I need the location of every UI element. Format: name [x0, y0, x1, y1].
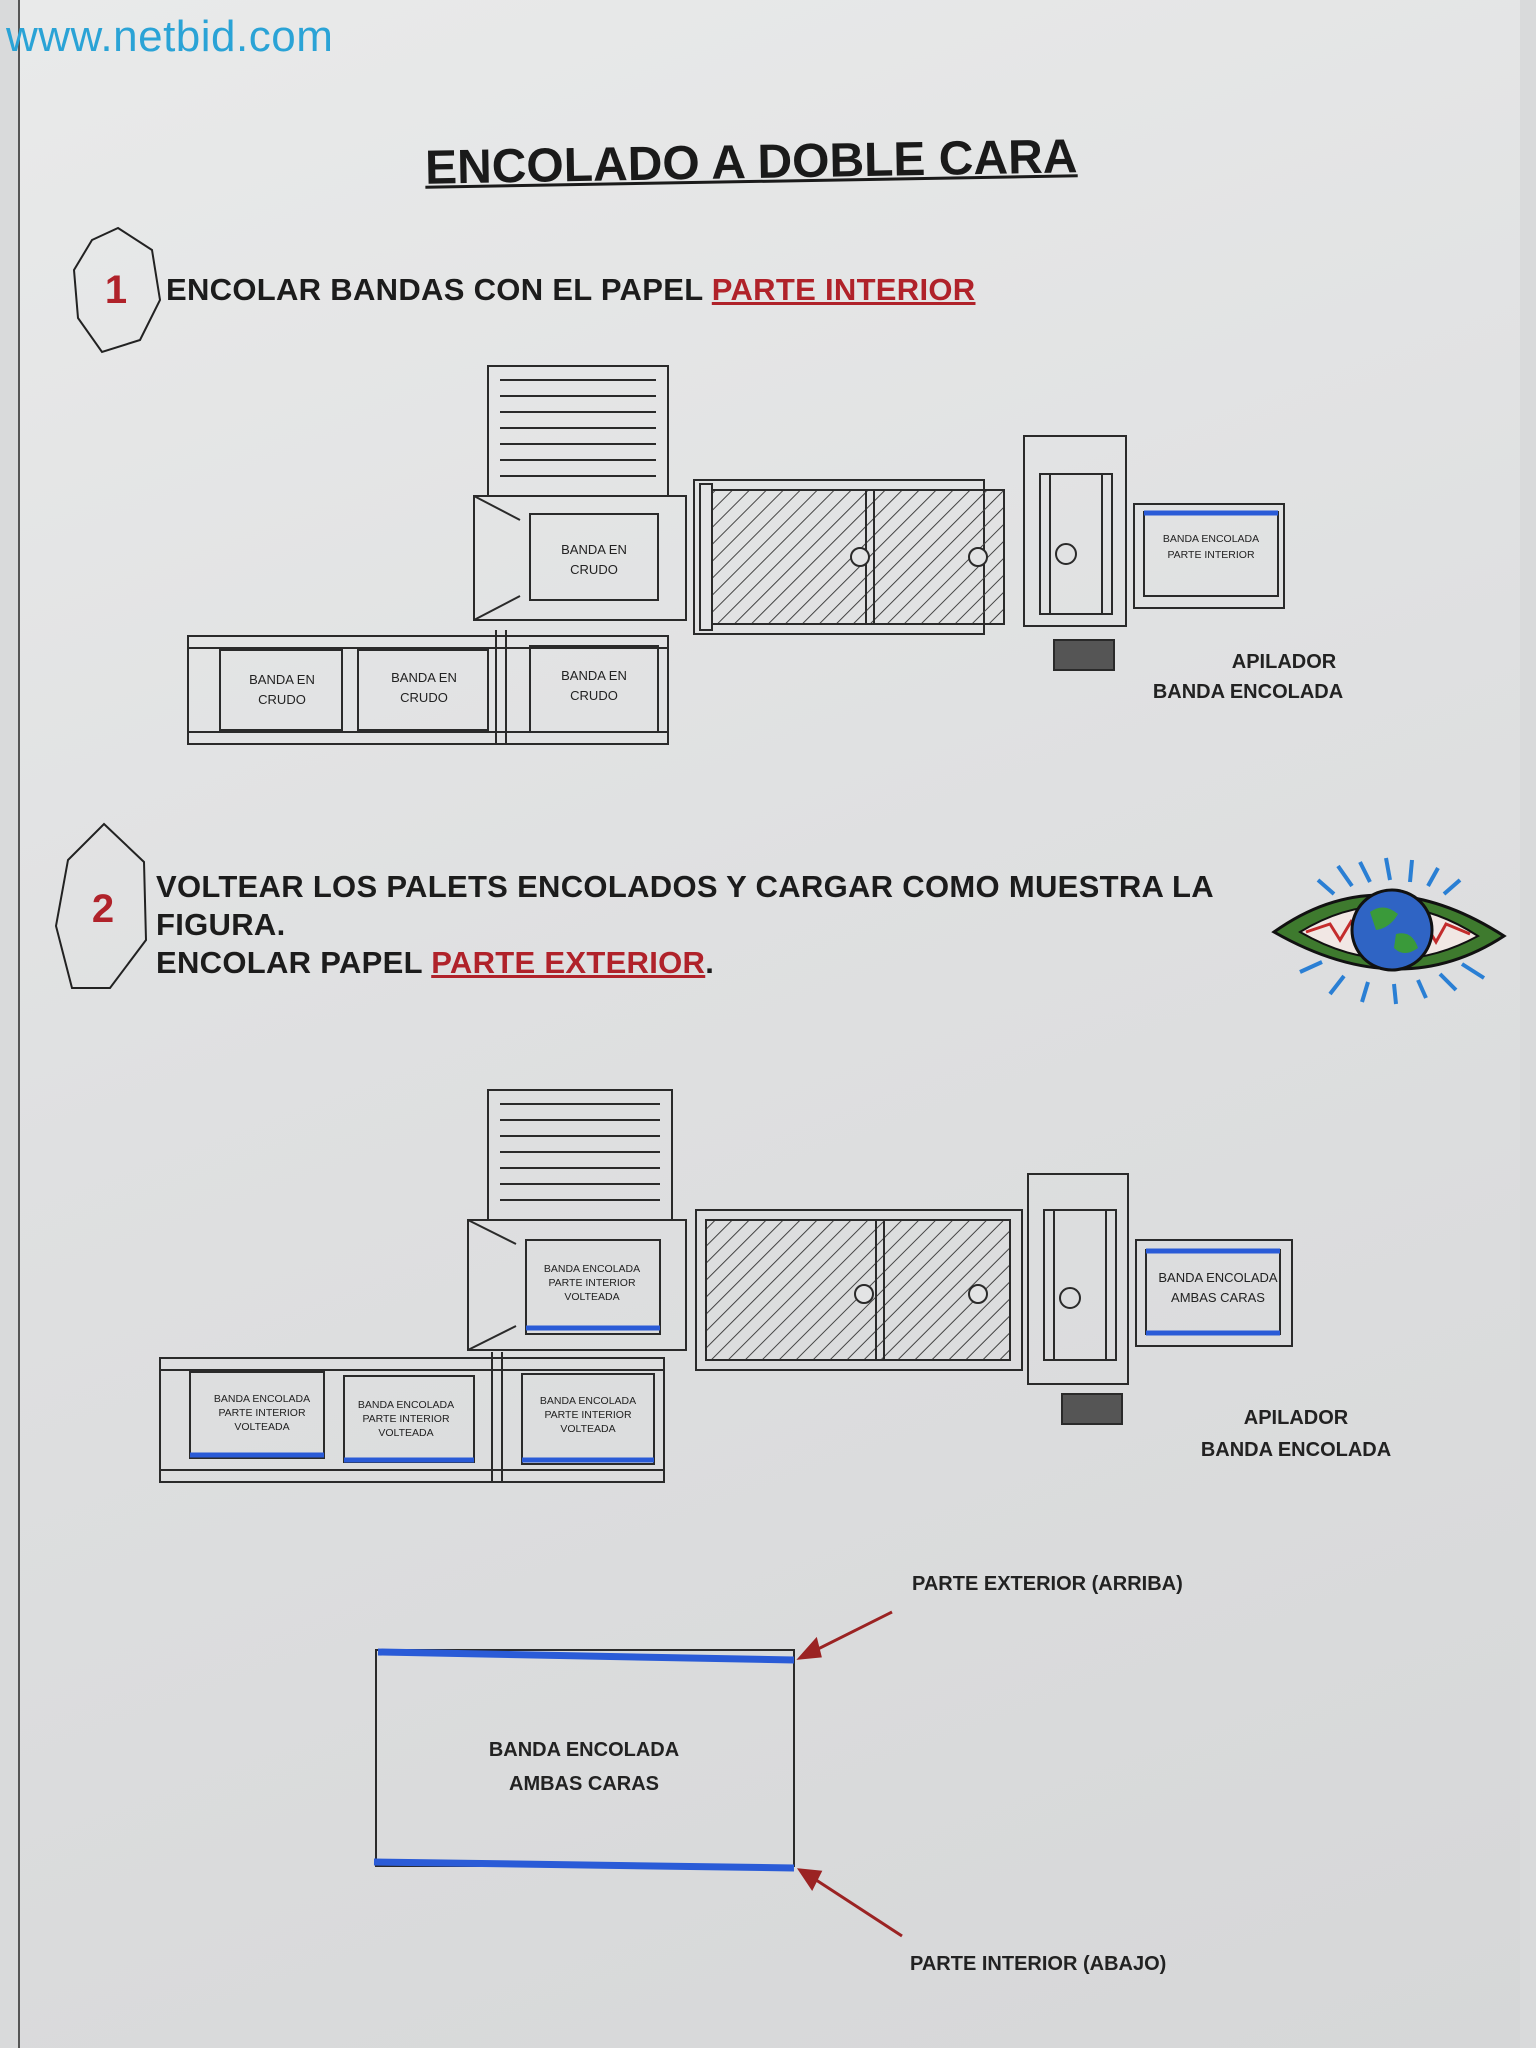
detail-box-label-1: BANDA ENCOLADA [489, 1739, 679, 1761]
step2-highlight: PARTE EXTERIOR [431, 945, 706, 980]
step2-line3: ENCOLAR PAPEL PARTE EXTERIOR. [156, 944, 1214, 982]
step2-line3-suffix: . [705, 945, 715, 980]
step2-lower1-label-2: PARTE INTERIOR [218, 1407, 306, 1419]
step1-lower1-label-1: BANDA EN [249, 672, 315, 687]
step1-text: ENCOLAR BANDAS CON EL PAPEL [166, 272, 712, 307]
detail-bottom-label: PARTE INTERIOR (ABAJO) [910, 1953, 1166, 1975]
step2-lower3-label-1: BANDA ENCOLADA [540, 1395, 636, 1407]
paper-sheet [18, 0, 1520, 2048]
detail-diagram: BANDA ENCOLADA AMBAS CARAS PARTE EXTERIO… [373, 1573, 1183, 1975]
step2-badge: 2 [54, 822, 148, 989]
step2-lower2-label-3: VOLTEADA [378, 1427, 433, 1439]
step2-number: 2 [92, 887, 114, 931]
step1-labels: BANDA EN CRUDO BANDA EN CRUDO BANDA EN C… [249, 533, 1343, 707]
step2-top-conveyor-rollers [500, 1103, 660, 1201]
step2-apilador-label-1: APILADOR [1244, 1407, 1349, 1429]
step2-stacker [1027, 1173, 1129, 1385]
step2-infeed-station [467, 1219, 687, 1351]
step2-infeed-label-1: BANDA ENCOLADA [544, 1263, 640, 1275]
step1-lower2-label-1: BANDA EN [391, 670, 457, 685]
step1-instruction: ENCOLAR BANDAS CON EL PAPEL PARTE INTERI… [166, 272, 976, 308]
step1-lower-conveyor [187, 635, 669, 745]
step2-infeed-label-2: PARTE INTERIOR [548, 1277, 636, 1289]
step1-lower3-label-1: BANDA EN [561, 668, 627, 683]
watermark: www.netbid.com [6, 12, 334, 61]
step2-lower3-label-2: PARTE INTERIOR [544, 1409, 632, 1421]
detail-bottom-arrow [796, 1868, 903, 1938]
step1-lower1-label-2: CRUDO [258, 692, 306, 707]
detail-bottom-glue [373, 1858, 795, 1872]
detail-box-label-2: AMBAS CARAS [509, 1773, 659, 1795]
step1-infeed-box [529, 513, 659, 601]
step1-infeed-label-1: BANDA EN [561, 542, 627, 557]
step2-line1: VOLTEAR LOS PALETS ENCOLADOS Y CARGAR CO… [156, 869, 1214, 904]
step1-infeed-label-2: CRUDO [570, 562, 618, 577]
step1-top-conveyor-rollers [500, 379, 656, 477]
step1-lower3-label-2: CRUDO [570, 688, 618, 703]
detail-top-arrow [796, 1610, 893, 1660]
step2-layout [159, 1089, 1293, 1483]
step2-lower3-label-3: VOLTEADA [560, 1423, 615, 1435]
step1-apilador-label-2: BANDA ENCOLADA [1153, 681, 1343, 703]
step2-lower1-label-3: VOLTEADA [234, 1421, 289, 1433]
step1-badge: 1 [72, 226, 162, 354]
step2-gluing-machine [695, 1209, 1023, 1371]
detail-top-glue [377, 1648, 795, 1664]
detail-top-label: PARTE EXTERIOR (ARRIBA) [912, 1573, 1183, 1595]
step1-stacker [1023, 435, 1127, 627]
step2-lower2-label-1: BANDA ENCOLADA [358, 1399, 454, 1411]
step2-lower2-label-2: PARTE INTERIOR [362, 1413, 450, 1425]
step2-lower-conveyor [159, 1357, 665, 1483]
step1-output-label-1: BANDA ENCOLADA [1163, 533, 1259, 545]
step2-infeed-box [525, 1239, 661, 1335]
step2-line3-prefix: ENCOLAR PAPEL [156, 945, 432, 980]
step2-output-label-1: BANDA ENCOLADA [1158, 1270, 1278, 1285]
step1-lower2-label-2: CRUDO [400, 690, 448, 705]
step1-lower-box-2 [357, 649, 489, 731]
step1-output-label-2: PARTE INTERIOR [1167, 549, 1255, 561]
step1-lower-box-1 [219, 649, 343, 731]
step2-labels: BANDA ENCOLADA PARTE INTERIOR VOLTEADA B… [214, 1263, 1391, 1461]
step1-number: 1 [105, 268, 127, 312]
step1-infeed-station [473, 495, 687, 621]
step2-instruction: VOLTEAR LOS PALETS ENCOLADOS Y CARGAR CO… [156, 868, 1214, 982]
step2-infeed-label-3: VOLTEADA [564, 1291, 619, 1303]
step1-lower-box-3 [529, 645, 659, 733]
step2-apilador-label-2: BANDA ENCOLADA [1201, 1439, 1391, 1461]
step1-highlight: PARTE INTERIOR [711, 272, 976, 307]
step2-lower-box-3 [521, 1373, 655, 1465]
step2-lower-box-1 [189, 1371, 325, 1459]
step2-output-label-2: AMBAS CARAS [1171, 1290, 1265, 1305]
step1-layout [187, 365, 1285, 745]
step2-line2: FIGURA. [156, 907, 286, 942]
step2-lower1-label-1: BANDA ENCOLADA [214, 1393, 310, 1405]
step1-output-frame [1133, 503, 1285, 609]
eye-icon [1271, 857, 1507, 1005]
step1-apilador-label-1: APILADOR [1232, 651, 1337, 673]
step2-output-frame [1135, 1239, 1293, 1347]
